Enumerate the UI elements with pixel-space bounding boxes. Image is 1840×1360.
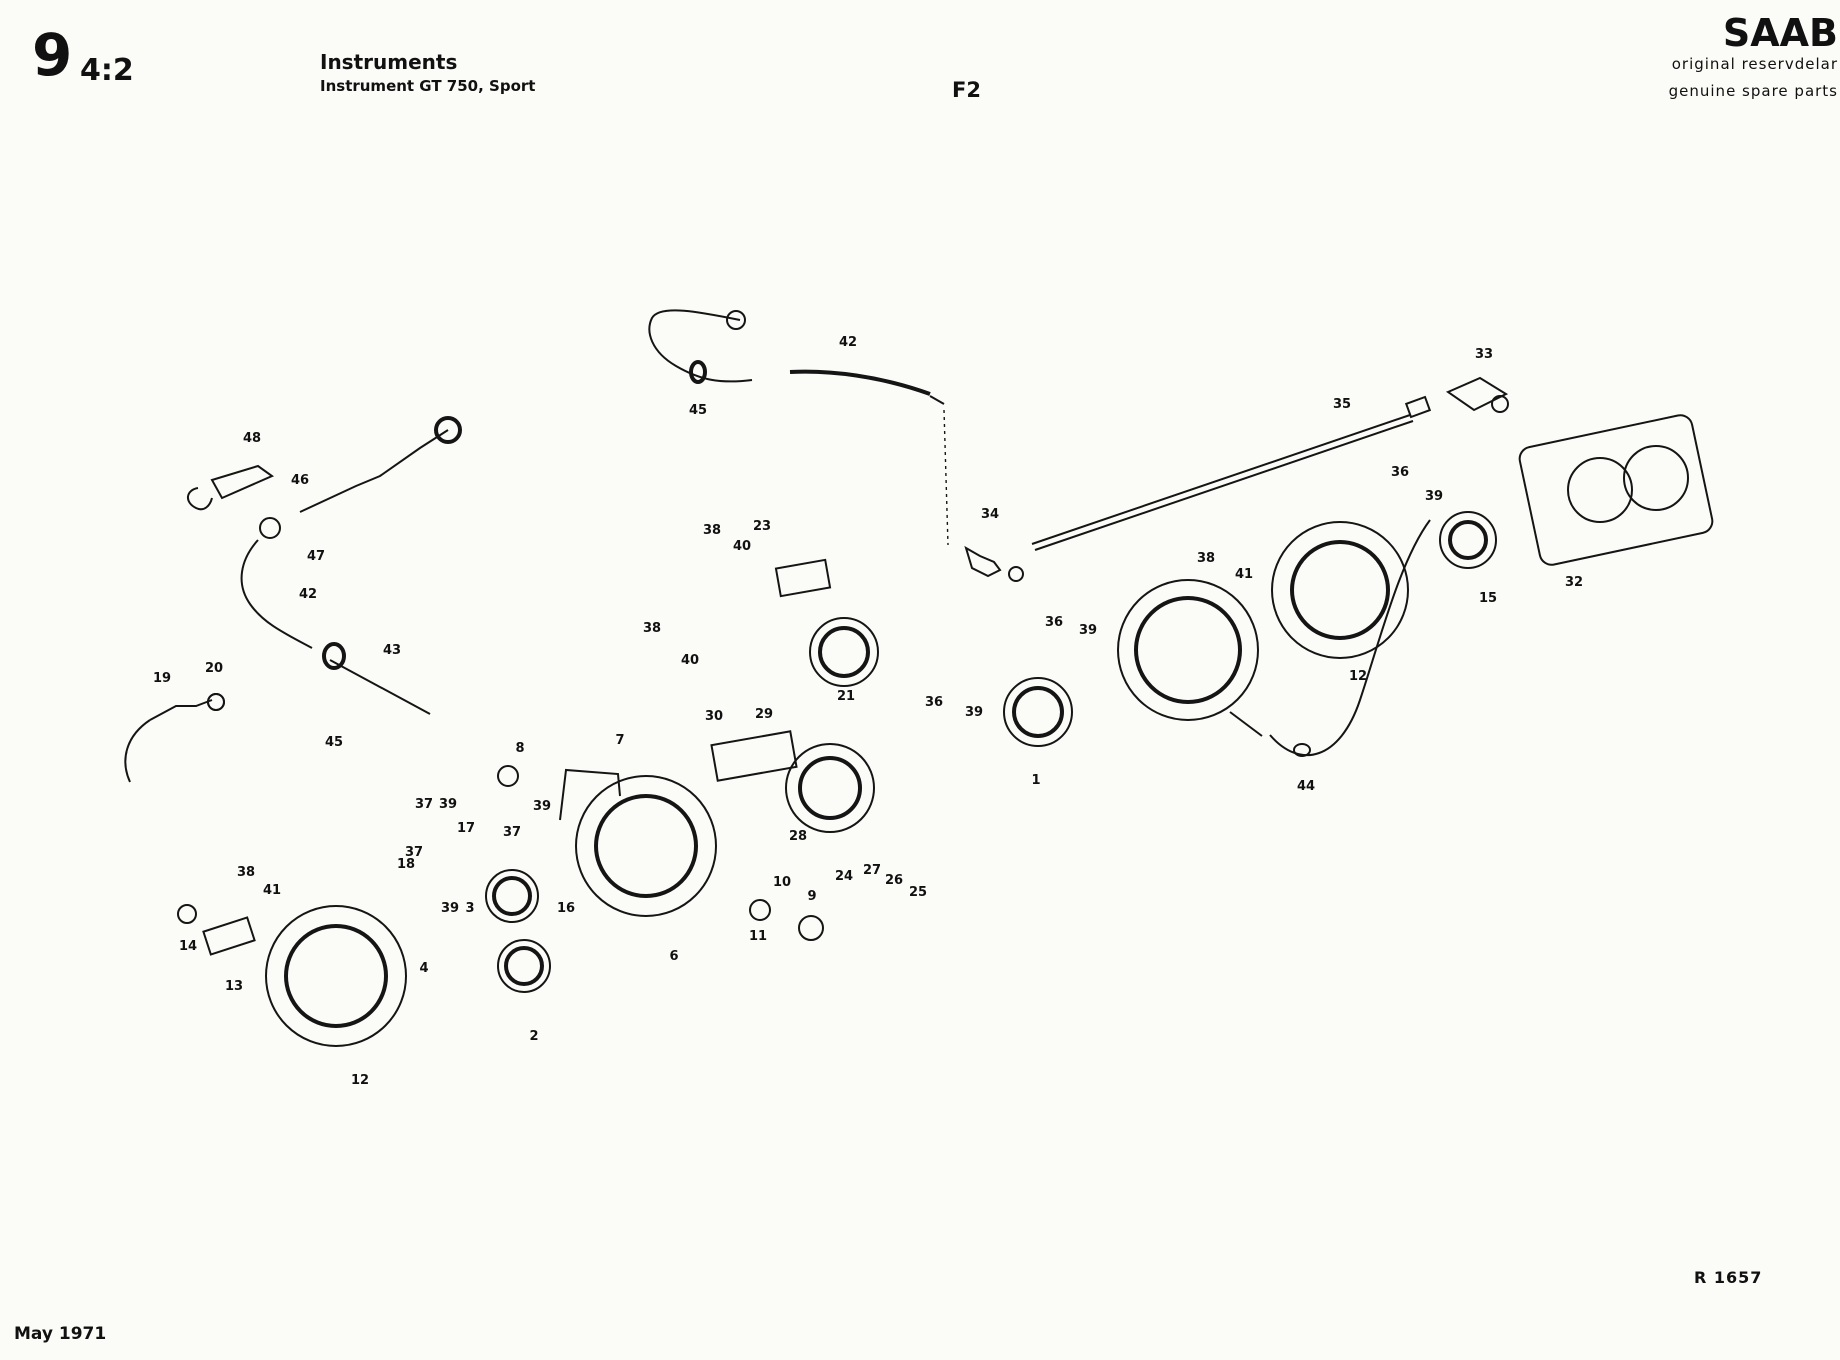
part-label: 39 (1079, 623, 1097, 638)
part-label: 3 (465, 901, 474, 916)
part-label: 39 (1425, 489, 1443, 504)
part-label: 12 (1349, 669, 1367, 684)
part-label: 38 (1197, 551, 1215, 566)
part-label: 27 (863, 863, 881, 878)
part-label: 18 (397, 857, 415, 872)
part-label: 36 (1045, 615, 1063, 630)
part-label: 40 (681, 653, 699, 668)
part-label: 6 (669, 949, 678, 964)
part-label: 45 (689, 403, 707, 418)
part-label: 37 (405, 845, 423, 860)
part-label: 8 (515, 741, 524, 756)
section-subnumber: 4:2 (80, 53, 134, 88)
page-subtitle: Instrument GT 750, Sport (320, 77, 536, 95)
part-label: 41 (1235, 567, 1253, 582)
part-label: 36 (925, 695, 943, 710)
part-label: 1 (1031, 773, 1040, 788)
part-label: 37 (415, 797, 433, 812)
part-label: 38 (703, 523, 721, 538)
part-label: 14 (179, 939, 197, 954)
part-label: 28 (789, 829, 807, 844)
part-label: 30 (705, 709, 723, 724)
part-label: 19 (153, 671, 171, 686)
section-number: 9 (32, 21, 73, 89)
part-label: 33 (1475, 347, 1493, 362)
part-label: 15 (1479, 591, 1497, 606)
part-labels: 1234678910111212131415161718192021232425… (153, 335, 1583, 1088)
part-label: 42 (839, 335, 857, 350)
saab-logo-icon: SAAB (1688, 14, 1840, 50)
cable-drawings (124, 309, 1509, 783)
publication-date: May 1971 (14, 1324, 107, 1344)
logo-text: SAAB (1723, 14, 1838, 50)
part-label: 46 (291, 473, 309, 488)
part-label: 45 (325, 735, 343, 750)
part-label: 25 (909, 885, 927, 900)
tagline-english: genuine spare parts (1668, 82, 1838, 100)
part-label: 10 (773, 875, 791, 890)
part-label: 32 (1565, 575, 1583, 590)
part-label: 21 (837, 689, 855, 704)
part-label: 7 (615, 733, 624, 748)
part-label: 40 (733, 539, 751, 554)
part-label: 39 (965, 705, 983, 720)
part-label: 2 (529, 1029, 538, 1044)
part-label: 16 (557, 901, 575, 916)
part-label: 17 (457, 821, 475, 836)
part-label: 36 (1391, 465, 1409, 480)
part-label: 34 (981, 507, 999, 522)
part-label: 39 (439, 797, 457, 812)
part-label: 4 (419, 961, 428, 976)
page-title: Instruments (320, 50, 458, 74)
part-label: 47 (307, 549, 325, 564)
part-label: 20 (205, 661, 223, 676)
part-label: 35 (1333, 397, 1351, 412)
part-label: 38 (643, 621, 661, 636)
part-label: 38 (237, 865, 255, 880)
page-code: F2 (952, 78, 981, 102)
part-label: 12 (351, 1073, 369, 1088)
part-label: 39 (441, 901, 459, 916)
part-label: 13 (225, 979, 243, 994)
instrument-drawings (177, 414, 1714, 1047)
part-label: 24 (835, 869, 853, 884)
part-label: 29 (755, 707, 773, 722)
part-label: 48 (243, 431, 261, 446)
part-label: 43 (383, 643, 401, 658)
drawing-reference: R 1657 (1694, 1268, 1763, 1287)
part-label: 44 (1297, 779, 1315, 794)
part-label: 37 (503, 825, 521, 840)
tagline-swedish: original reservdelar (1671, 55, 1838, 73)
part-label: 11 (749, 929, 767, 944)
part-label: 42 (299, 587, 317, 602)
part-label: 9 (807, 889, 816, 904)
part-label: 39 (533, 799, 551, 814)
part-label: 41 (263, 883, 281, 898)
part-label: 26 (885, 873, 903, 888)
part-label: 23 (753, 519, 771, 534)
